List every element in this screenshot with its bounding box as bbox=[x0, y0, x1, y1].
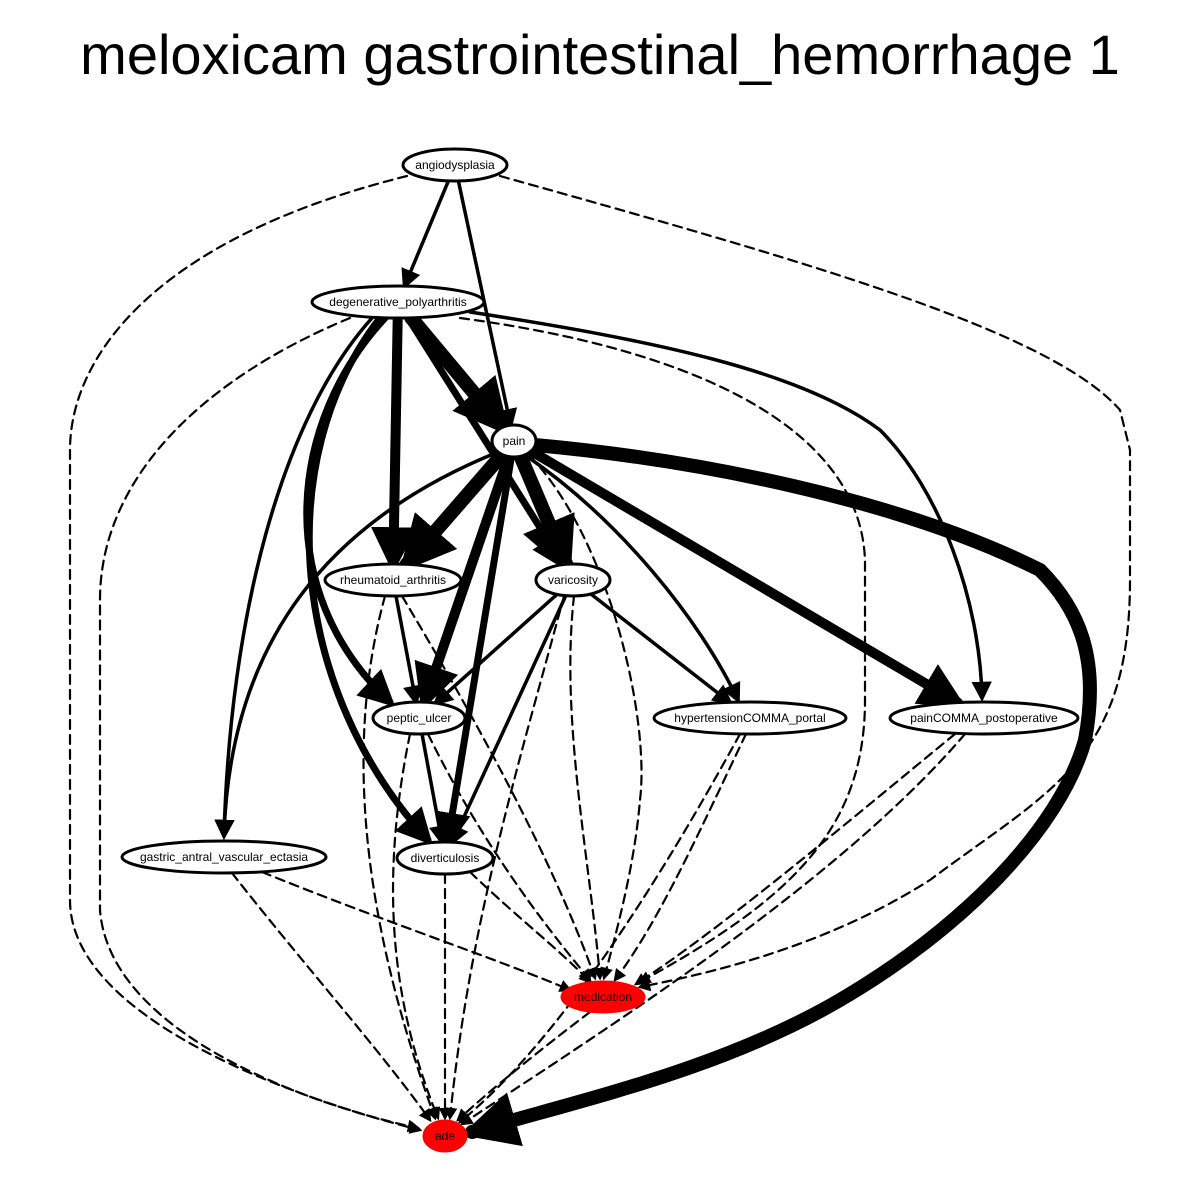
node-shape-ade bbox=[422, 1119, 468, 1153]
node-gave[interactable]: gastric_antral_vascular_ectasia bbox=[120, 839, 328, 875]
node-shape-angiodysplasia bbox=[401, 147, 509, 183]
node-angiodysplasia[interactable]: angiodysplasia bbox=[401, 147, 509, 183]
node-medication[interactable]: medication bbox=[560, 980, 646, 1014]
edge-degenerative_polyarthritis-to-diverticulosis bbox=[305, 314, 433, 846]
edge-degenerative_polyarthritis-to-pain bbox=[404, 310, 510, 436]
node-label-pain_postoperative: painCOMMA_postoperative bbox=[910, 711, 1058, 725]
node-shape-medication bbox=[560, 980, 646, 1014]
edge-degenerative_polyarthritis-to-gave bbox=[214, 316, 374, 841]
edge-peptic_ulcer-to-ade bbox=[391, 732, 441, 1121]
edge-rheumatoid_arthritis-to-medication bbox=[400, 594, 598, 981]
edge-gave-to-medication bbox=[260, 870, 573, 992]
node-varicosity[interactable]: varicosity bbox=[534, 562, 612, 598]
edge-pain-to-medication bbox=[528, 454, 643, 981]
node-rheumatoid_arthritis[interactable]: rheumatoid_arthritis bbox=[323, 562, 463, 598]
node-peptic_ulcer[interactable]: peptic_ulcer bbox=[371, 700, 467, 736]
edge-pain-to-pain_postoperative bbox=[526, 446, 966, 708]
node-label-pain: pain bbox=[503, 434, 526, 448]
node-shape-peptic_ulcer bbox=[371, 700, 467, 736]
edge-pain-to-ade bbox=[461, 438, 1097, 1147]
node-shape-degenerative_polyarthritis bbox=[310, 284, 486, 320]
edge-pain-to-gave bbox=[214, 450, 500, 841]
edge-rheumatoid_arthritis-to-peptic_ulcer bbox=[394, 594, 423, 706]
edge-angiodysplasia-to-degenerative_polyarthritis bbox=[401, 179, 451, 290]
edge-pain_postoperative-to-medication bbox=[633, 732, 957, 986]
edge-hypertension_portal-to-ade bbox=[458, 732, 742, 1124]
edge-pain_postoperative-to-ade bbox=[459, 732, 967, 1126]
node-label-ade: ade bbox=[435, 1129, 455, 1143]
edge-varicosity-to-peptic_ulcer bbox=[432, 592, 559, 706]
edge-degenerative_polyarthritis-to-ade bbox=[98, 316, 421, 1133]
node-label-varicosity: varicosity bbox=[548, 573, 598, 587]
edge-medication-to-ade bbox=[456, 1010, 592, 1122]
node-shape-pain bbox=[490, 423, 538, 459]
node-label-angiodysplasia: angiodysplasia bbox=[415, 158, 495, 172]
edge-diverticulosis-to-medication bbox=[468, 870, 592, 984]
node-shape-diverticulosis bbox=[395, 840, 495, 876]
edge-varicosity-to-diverticulosis bbox=[449, 593, 568, 846]
node-shape-rheumatoid_arthritis bbox=[323, 562, 463, 598]
node-shape-gave bbox=[120, 839, 328, 875]
node-hypertension_portal[interactable]: hypertensionCOMMA_portal bbox=[652, 700, 848, 736]
node-shape-pain_postoperative bbox=[888, 700, 1080, 736]
edge-pain-to-varicosity bbox=[513, 449, 575, 575]
edge-varicosity-to-hypertension_portal bbox=[589, 592, 734, 705]
edge-angiodysplasia-to-medication bbox=[498, 174, 1132, 992]
nodes-layer: angiodysplasia degenerative_polyarthritis… bbox=[120, 147, 1080, 1153]
node-label-peptic_ulcer: peptic_ulcer bbox=[387, 711, 452, 725]
edge-rheumatoid_arthritis-to-ade bbox=[362, 594, 438, 1121]
node-label-gave: gastric_antral_vascular_ectasia bbox=[140, 850, 308, 864]
node-label-degenerative_polyarthritis: degenerative_polyarthritis bbox=[329, 295, 466, 309]
node-ade[interactable]: ade bbox=[422, 1119, 468, 1153]
edge-degenerative_polyarthritis-to-pain_postoperative bbox=[468, 310, 992, 703]
edge-peptic_ulcer-to-diverticulosis bbox=[420, 732, 450, 846]
node-label-diverticulosis: diverticulosis bbox=[411, 851, 480, 865]
node-pain[interactable]: pain bbox=[490, 423, 538, 459]
node-label-rheumatoid_arthritis: rheumatoid_arthritis bbox=[340, 573, 446, 587]
node-label-hypertension_portal: hypertensionCOMMA_portal bbox=[674, 711, 825, 725]
node-shape-hypertension_portal bbox=[652, 700, 848, 736]
edges-layer bbox=[68, 174, 1132, 1147]
edge-degenerative_polyarthritis-to-rheumatoid_arthritis bbox=[370, 313, 417, 574]
node-shape-varicosity bbox=[534, 562, 612, 598]
node-degenerative_polyarthritis[interactable]: degenerative_polyarthritis bbox=[310, 284, 486, 320]
edge-pain-to-hypertension_portal bbox=[523, 453, 741, 704]
edge-hypertension_portal-to-medication bbox=[613, 732, 748, 983]
edge-degenerative_polyarthritis-to-medication bbox=[458, 316, 867, 984]
edge-pain-to-rheumatoid_arthritis bbox=[399, 447, 510, 573]
edge-pain-to-diverticulosis bbox=[434, 453, 515, 850]
edge-gave-to-ade bbox=[230, 871, 432, 1123]
node-diverticulosis[interactable]: diverticulosis bbox=[395, 840, 495, 876]
edge-varicosity-to-ade bbox=[444, 594, 566, 1121]
edge-varicosity-to-medication bbox=[569, 594, 606, 981]
edge-angiodysplasia-to-ade bbox=[68, 174, 423, 1134]
graph-title: meloxicam gastrointestinal_hemorrhage 1 bbox=[80, 23, 1120, 86]
node-label-medication: medication bbox=[574, 990, 632, 1004]
edge-pain-to-peptic_ulcer bbox=[414, 451, 514, 711]
edge-peptic_ulcer-to-medication bbox=[426, 732, 592, 982]
node-pain_postoperative[interactable]: painCOMMA_postoperative bbox=[888, 700, 1080, 736]
